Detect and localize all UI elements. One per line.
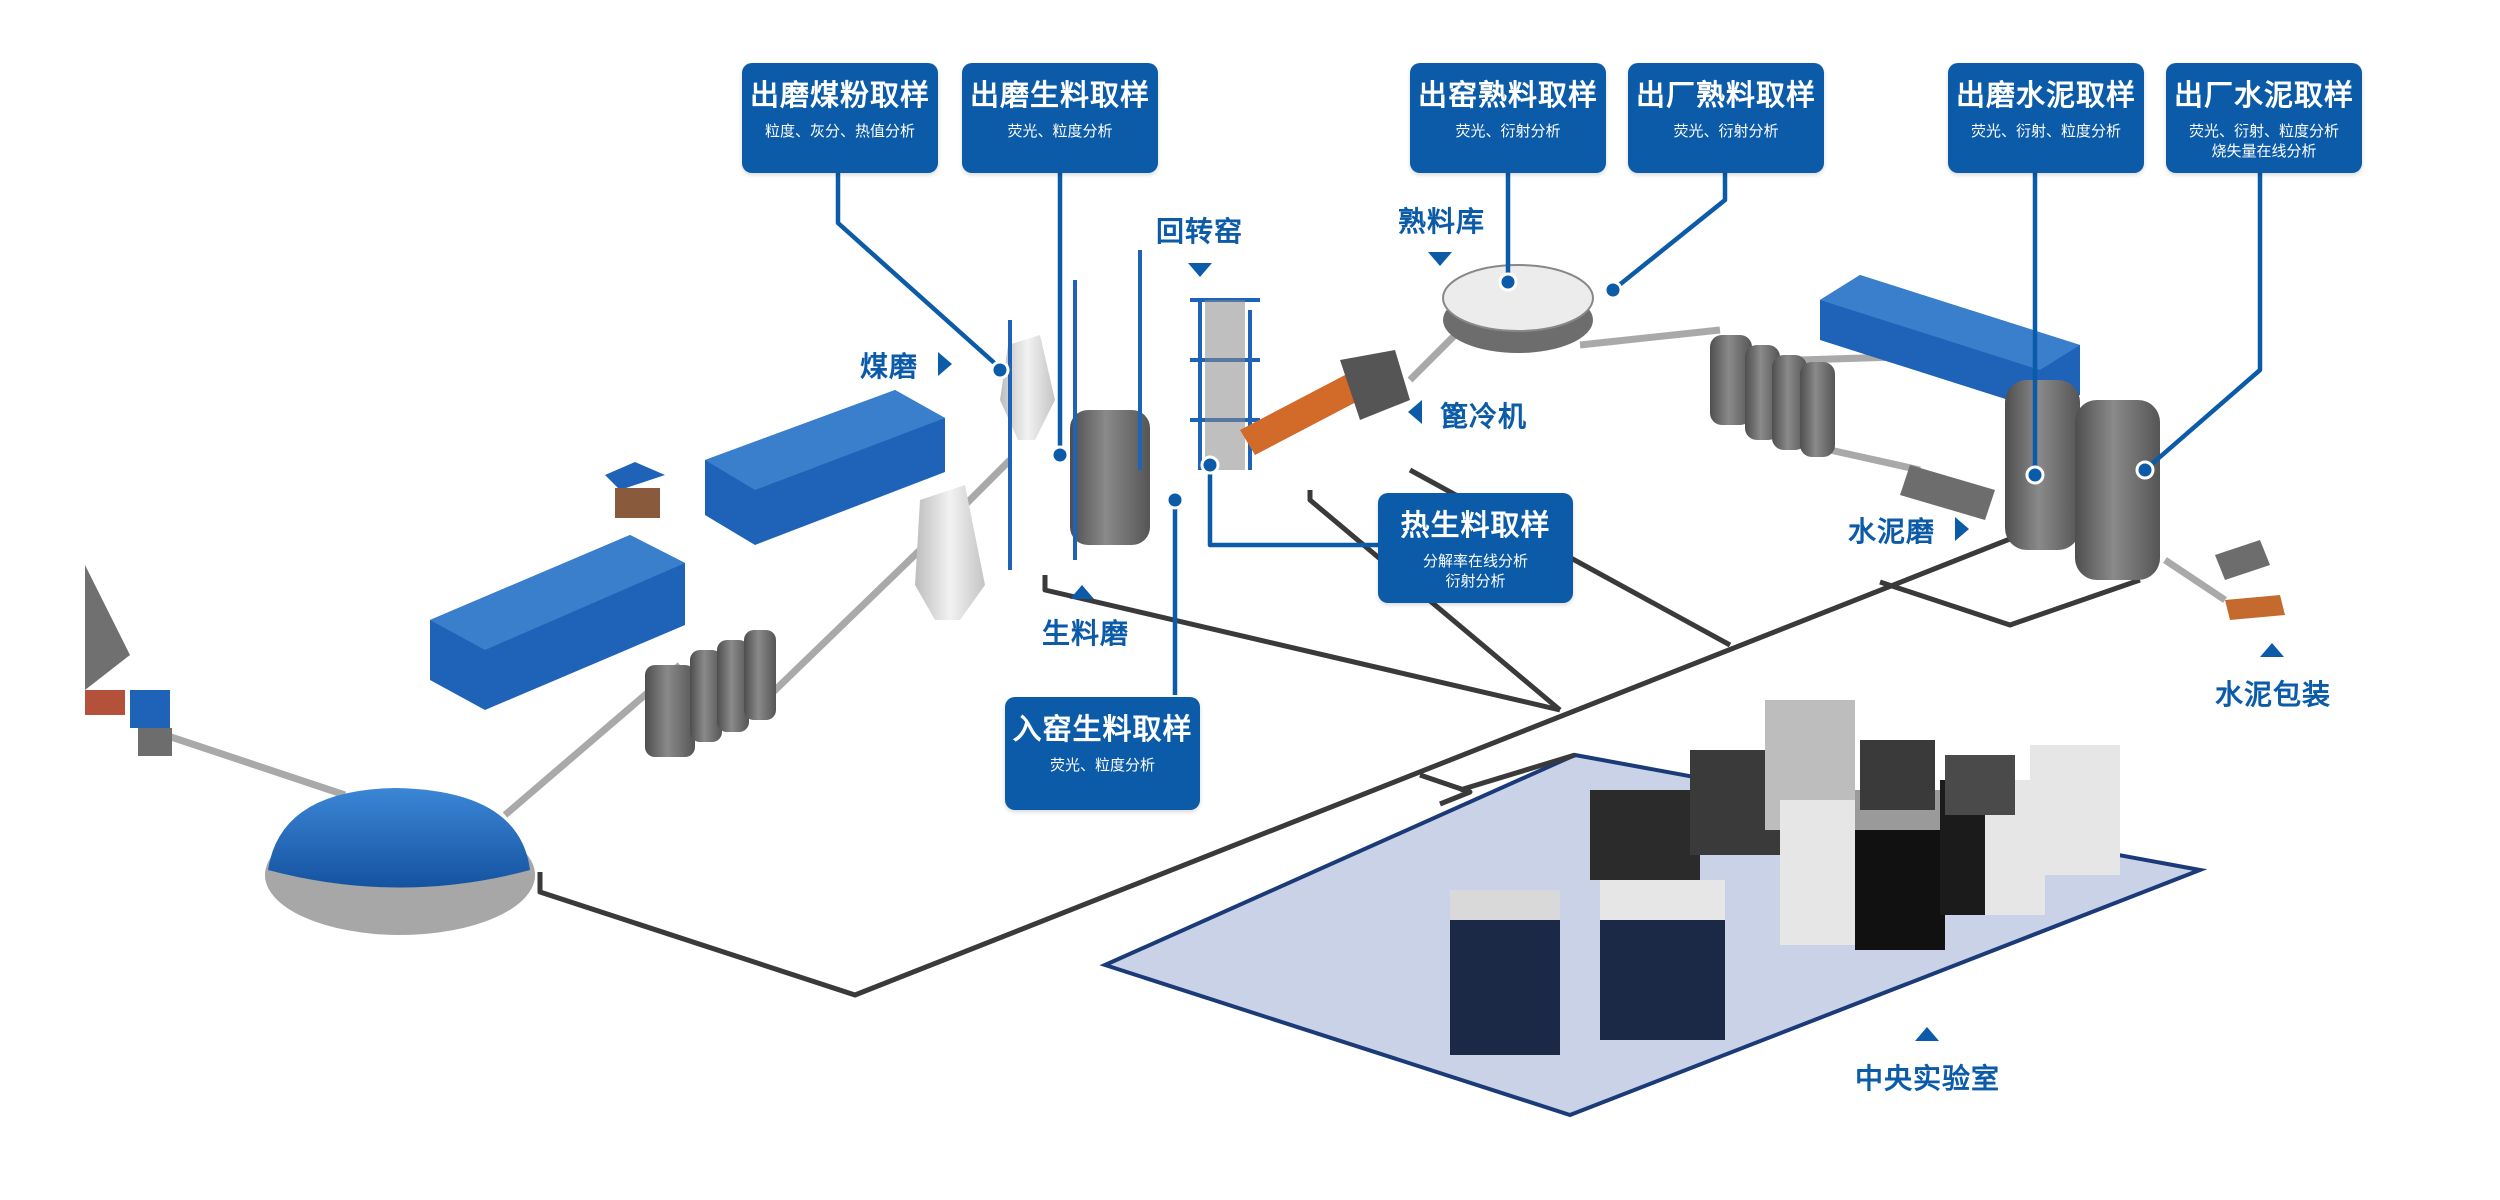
leader-endpoints (990, 272, 2155, 510)
callout-kiln-feed-sampling: 入窑生料取样 荧光、粒度分析 (1005, 697, 1200, 810)
callout-factory-cement-sampling: 出厂水泥取样 荧光、衍射、粒度分析 烧失量在线分析 (2166, 63, 2362, 173)
marker-down-icon (1188, 263, 1212, 277)
cement-mill-machinery (1900, 465, 2285, 620)
label-clinker-silo: 熟料库 (1398, 205, 1486, 238)
marker-right-icon (938, 352, 952, 376)
callout-hot-meal-sampling: 热生料取样 分解率在线分析 衍射分析 (1378, 493, 1573, 603)
lab-instruments (1450, 700, 2120, 1055)
marker-left-icon (1408, 400, 1422, 424)
callout-coal-mill-sampling: 出磨煤粉取样 粒度、灰分、热值分析 (742, 63, 938, 173)
callout-factory-clinker-sampling: 出厂熟料取样 荧光、衍射分析 (1628, 63, 1824, 173)
quarry (85, 565, 172, 756)
callout-title: 出磨水泥取样 (1955, 78, 2136, 112)
callout-title: 出磨生料取样 (969, 78, 1150, 112)
callout-subtitle: 荧光、粒度分析 (1007, 122, 1113, 140)
callout-title: 出窑熟料取样 (1417, 78, 1598, 112)
callout-leaders (835, 160, 2263, 695)
callout-title: 入窑生料取样 (1012, 712, 1193, 746)
callout-kiln-clinker-sampling: 出窑熟料取样 荧光、衍射分析 (1410, 63, 1606, 173)
marker-up-icon (2260, 643, 2284, 657)
callout-cement-mill-sampling: 出磨水泥取样 荧光、衍射、粒度分析 (1948, 63, 2144, 173)
callout-subtitle: 分解率在线分析 (1422, 552, 1528, 570)
label-cement-packing: 水泥包装 (2215, 678, 2332, 711)
grinding-mills (915, 335, 1055, 620)
callout-subtitle: 荧光、衍射、粒度分析 (1970, 122, 2121, 140)
callout-title: 热生料取样 (1400, 508, 1551, 542)
label-grate-cooler: 篦冷机 (1440, 400, 1528, 433)
callout-subtitle-2: 烧失量在线分析 (2211, 142, 2317, 160)
callout-title: 出厂水泥取样 (2173, 78, 2354, 112)
storage-halls (430, 275, 2080, 710)
label-coal-mill: 煤磨 (860, 350, 919, 383)
callout-subtitle-2: 衍射分析 (1445, 572, 1506, 590)
callout-subtitle: 荧光、衍射分析 (1673, 122, 1779, 140)
callout-subtitle: 荧光、衍射、粒度分析 (2188, 122, 2339, 140)
clinker-silo (1442, 264, 1594, 353)
callout-subtitle: 粒度、灰分、热值分析 (764, 122, 915, 140)
marker-right-icon (1955, 517, 1969, 541)
marker-up-icon (1915, 1027, 1939, 1041)
callout-subtitle: 荧光、衍射分析 (1455, 122, 1561, 140)
callout-raw-mill-sampling: 出磨生料取样 荧光、粒度分析 (962, 63, 1158, 173)
callout-title: 出磨煤粉取样 (749, 78, 930, 112)
callout-subtitle: 荧光、粒度分析 (1049, 756, 1155, 774)
label-raw-mill: 生料磨 (1042, 617, 1130, 650)
callout-title: 出厂熟料取样 (1635, 78, 1816, 112)
marker-up-icon (1070, 585, 1094, 599)
preheater-kiln (1008, 250, 1410, 570)
label-cement-mill: 水泥磨 (1848, 515, 1936, 548)
label-rotary-kiln: 回转窑 (1156, 215, 1244, 248)
label-central-lab: 中央实验室 (1855, 1062, 2001, 1095)
marker-down-icon (1428, 252, 1452, 266)
silo-groups (645, 335, 2160, 757)
storage-dome (265, 788, 535, 935)
